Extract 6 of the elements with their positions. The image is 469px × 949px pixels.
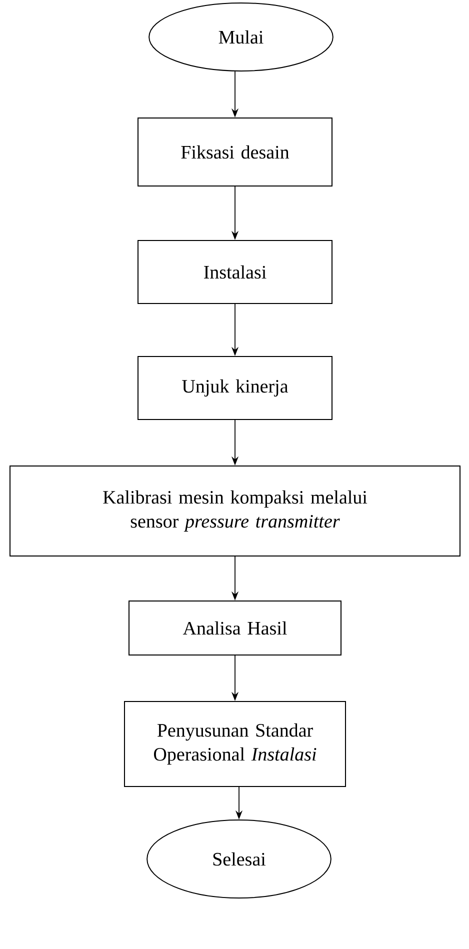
process-box: Analisa Hasil bbox=[128, 600, 342, 656]
process-box: Unjuk kinerja bbox=[138, 356, 332, 420]
process-box: Instalasi bbox=[138, 240, 332, 304]
process-box: Fiksasi desain bbox=[138, 118, 332, 186]
process-box: Kalibrasi mesin kompaksi melalui sensor pressure transmitter bbox=[10, 466, 460, 556]
process-box: Penyusunan Standar Operasional Instalasi bbox=[124, 701, 346, 787]
